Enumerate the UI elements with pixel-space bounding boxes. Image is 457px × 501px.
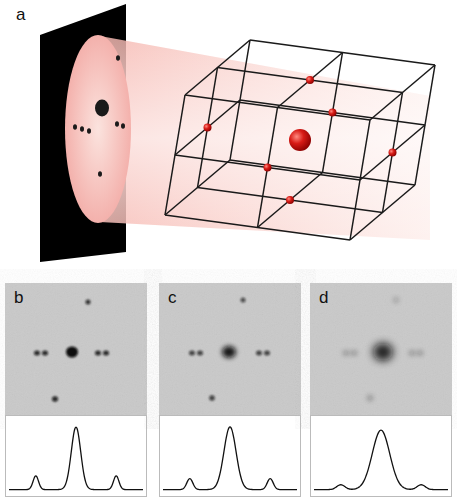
diffraction-image: [159, 283, 301, 415]
diffraction-spot: [241, 298, 246, 303]
lattice-line: [383, 93, 403, 213]
diffraction-spot: [189, 351, 195, 356]
image-noise: [310, 283, 452, 415]
profile-frame: [6, 416, 147, 497]
lattice-line: [258, 173, 323, 228]
diffraction-spot: [197, 351, 203, 356]
diffraction-spots: [73, 55, 125, 177]
intensity-profile: [314, 430, 448, 489]
lattice-line: [350, 185, 415, 240]
lattice-line: [258, 108, 278, 228]
panel-label: d: [319, 289, 328, 306]
atom: [286, 196, 294, 204]
image-noise: [5, 283, 147, 415]
diffraction-spot: [264, 351, 270, 356]
diffraction-spot: [373, 343, 393, 361]
diffraction-spot: [417, 351, 423, 356]
diffraction-panel: [310, 283, 452, 497]
lattice-line: [360, 125, 425, 180]
lattice-line: [230, 160, 415, 185]
lattice-line: [198, 68, 218, 188]
beam-highlight: [100, 36, 430, 240]
diffraction-spot: [103, 351, 109, 356]
x-ray-beam: [100, 36, 430, 240]
lattice-line: [415, 65, 435, 185]
diffraction-spot: [52, 396, 58, 402]
diffraction-spot: [394, 298, 399, 303]
intensity-profile: [163, 427, 297, 490]
lattice-line: [165, 215, 350, 240]
image-noise: [159, 283, 301, 415]
diffraction-panel: [5, 283, 147, 497]
diffraction-spot: [343, 351, 349, 356]
diffraction-spot: [42, 351, 48, 356]
diffraction-spot: [95, 351, 101, 356]
diffraction-spot: [66, 347, 78, 358]
diffraction-spot: [209, 395, 215, 401]
atom: [204, 124, 212, 132]
atom: [389, 149, 397, 157]
diffraction-image: [310, 283, 452, 415]
lattice-line: [323, 53, 343, 173]
diffraction-spot: [351, 351, 357, 356]
panel-label: c: [168, 289, 177, 306]
atom: [329, 109, 337, 117]
panel-label: b: [14, 289, 23, 306]
diffraction-spot: [222, 346, 236, 358]
diffraction-panels: [5, 283, 452, 497]
diffraction-disk: [65, 35, 131, 223]
diffraction-spot: [256, 351, 262, 356]
diffraction-spot: [86, 300, 91, 305]
panel-label: a: [16, 6, 25, 23]
diffraction-image: [5, 283, 147, 415]
lattice-line: [175, 155, 360, 180]
profile-frame: [160, 416, 301, 497]
diffraction-panel: [159, 283, 301, 497]
atom: [264, 164, 272, 172]
diffraction-spot: [409, 351, 415, 356]
profile-frame: [311, 416, 452, 497]
lattice-line: [278, 53, 343, 108]
atom: [289, 129, 311, 151]
diffraction-spot: [34, 351, 40, 356]
crystal-lattice: [165, 40, 435, 240]
lattice-line: [198, 188, 383, 213]
lattice-line: [175, 100, 240, 155]
diffraction-spot: [367, 395, 373, 401]
atom: [306, 76, 314, 84]
intensity-profile: [9, 427, 143, 490]
